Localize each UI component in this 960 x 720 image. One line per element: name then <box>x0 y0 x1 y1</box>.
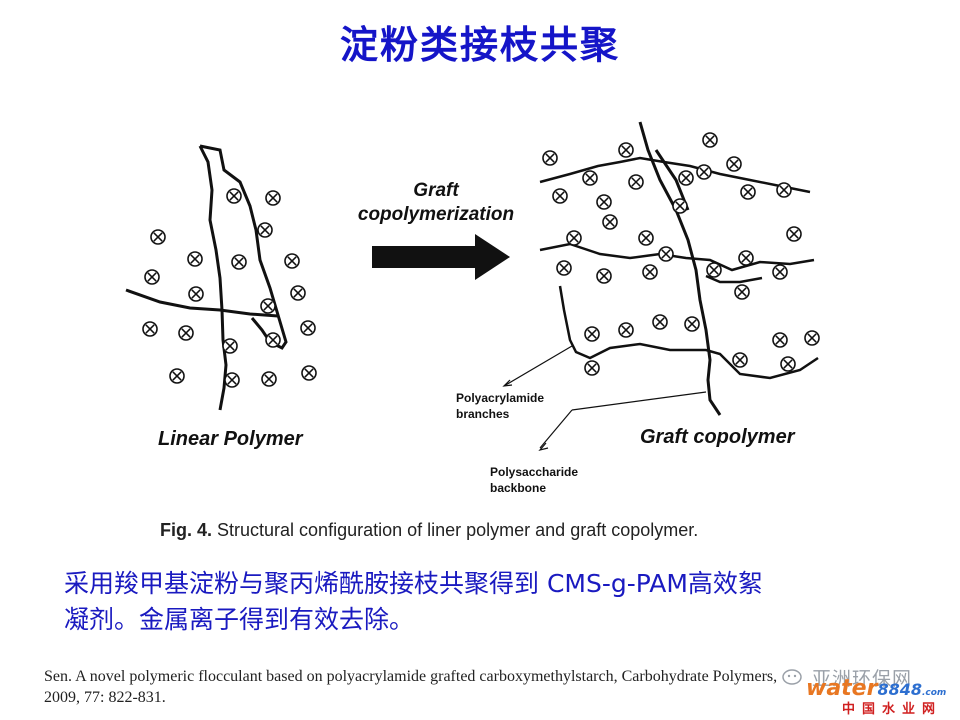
linear-polymer-loop <box>199 144 288 350</box>
watermark-cn-text: 亚洲环保网 <box>812 668 913 690</box>
figure-drawing: Graft copolymerization Linear Polymer Gr… <box>125 121 820 495</box>
reference-line-2: 2009, 77: 822-831. <box>44 689 166 706</box>
arrow-label-line1: Graft <box>413 180 459 201</box>
linear-polymer-crosschain <box>125 288 279 318</box>
reference: Sen. A novel polymeric flocculant based … <box>44 666 804 708</box>
slide-title: 淀粉类接枝共聚 <box>339 23 620 67</box>
body-text: 采用羧甲基淀粉与聚丙烯酰胺接枝共聚得到 CMS-g-PAM高效絮 凝剂。金属离子… <box>64 566 904 638</box>
graft-branch <box>539 242 815 272</box>
linear-monomers <box>142 188 317 388</box>
graft-copolymer-figure: Graft copolymerization Linear Polymer Gr… <box>120 110 840 550</box>
graft-branch <box>539 156 811 194</box>
label-backbone-line1: Polysaccharide <box>490 465 578 479</box>
wechat-icon <box>782 669 802 685</box>
arrow-label-line2: copolymerization <box>358 204 514 225</box>
label-linear-polymer: Linear Polymer <box>158 428 304 450</box>
caption-text: Structural configuration of liner polyme… <box>212 520 699 540</box>
graft-backbone <box>638 121 722 416</box>
label-backbone-line2: backbone <box>490 481 546 495</box>
reference-line-1: Sen. A novel polymeric flocculant based … <box>44 668 778 685</box>
watermark-logo-num: 8848 <box>877 680 922 699</box>
graft-arrow <box>372 234 510 280</box>
body-line-2: 凝剂。金属离子得到有效去除。 <box>64 605 415 634</box>
watermark-logo: water8848.com <box>806 676 946 701</box>
branches-pointer <box>503 345 573 387</box>
backbone-pointer <box>571 391 707 411</box>
label-graft-copolymer: Graft copolymer <box>640 426 796 448</box>
label-branches-line1: Polyacrylamide <box>456 391 544 405</box>
label-branches-line2: branches <box>456 407 510 421</box>
linear-polymer-chain <box>198 145 228 411</box>
caption-prefix: Fig. 4. <box>160 520 213 540</box>
figure-caption: Fig. 4. Structural configuration of line… <box>160 520 880 541</box>
graft-branch <box>558 285 819 380</box>
body-line-1: 采用羧甲基淀粉与聚丙烯酰胺接枝共聚得到 CMS-g-PAM高效絮 <box>64 569 763 598</box>
watermark-sub-text: 中国水业网 <box>842 702 943 717</box>
watermark-logo-text: water <box>806 676 878 701</box>
watermark-logo-com: .com <box>922 688 947 698</box>
